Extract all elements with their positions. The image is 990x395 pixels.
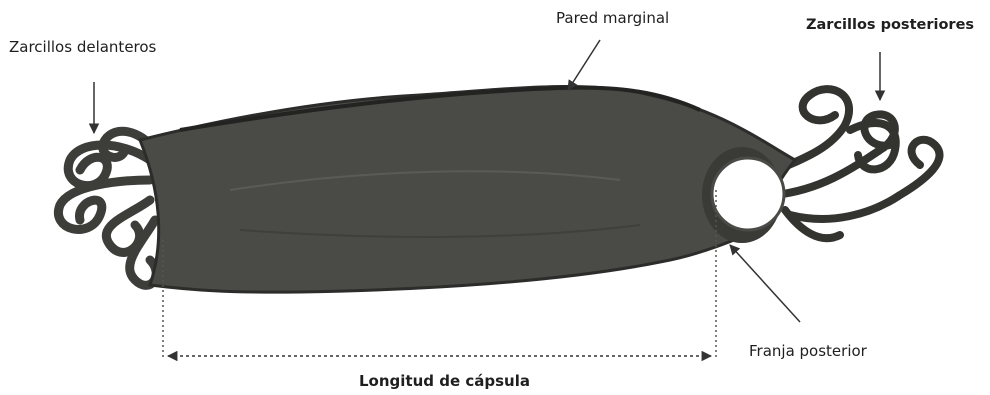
marginal-wall-arrow [568,40,600,90]
rear-fringe-arrow [730,245,800,322]
capsule-length-label: Longitud de cápsula [359,372,530,390]
capsule-body [140,86,795,292]
front-tendrils-label: Zarcillos delanteros [9,38,156,56]
marginal-wall-label: Pared marginal [556,9,669,27]
front-tendrils [58,131,156,285]
rear-tendrils-label: Zarcillos posteriores [806,17,974,33]
rear-fringe-label: Franja posterior [749,342,867,360]
